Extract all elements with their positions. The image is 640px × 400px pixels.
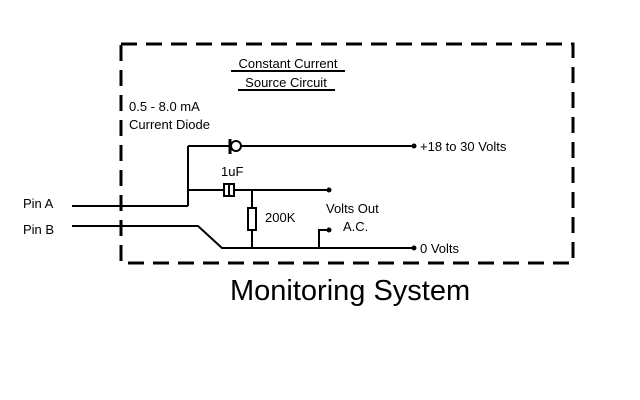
diode-range-label: 0.5 - 8.0 mA [129, 99, 200, 114]
resistor-label: 200K [265, 210, 296, 225]
diode-name-label: Current Diode [129, 117, 210, 132]
volts-out-label: Volts Out [326, 201, 379, 216]
ground-label: 0 Volts [420, 241, 460, 256]
pin-a-label: Pin A [23, 196, 54, 211]
supply-terminal [411, 143, 417, 149]
caption: Monitoring System [230, 275, 470, 307]
volts-out-ac-label: A.C. [343, 219, 368, 234]
pin-b-label: Pin B [23, 222, 54, 237]
enclosure-box [119, 42, 575, 265]
title-line-1: Constant Current [239, 56, 338, 71]
cap-terminal [326, 187, 332, 193]
title-line-2: Source Circuit [245, 75, 327, 90]
pin-b-wire [72, 225, 414, 249]
supply-label: +18 to 30 Volts [420, 139, 507, 154]
capacitor-label: 1uF [221, 164, 243, 179]
capacitor-icon [223, 183, 235, 197]
volts-out-terminal [326, 227, 332, 233]
resistor-icon [247, 207, 257, 231]
volts-out-wire [318, 229, 329, 248]
ground-terminal [411, 245, 417, 251]
current-diode-icon [188, 139, 242, 154]
